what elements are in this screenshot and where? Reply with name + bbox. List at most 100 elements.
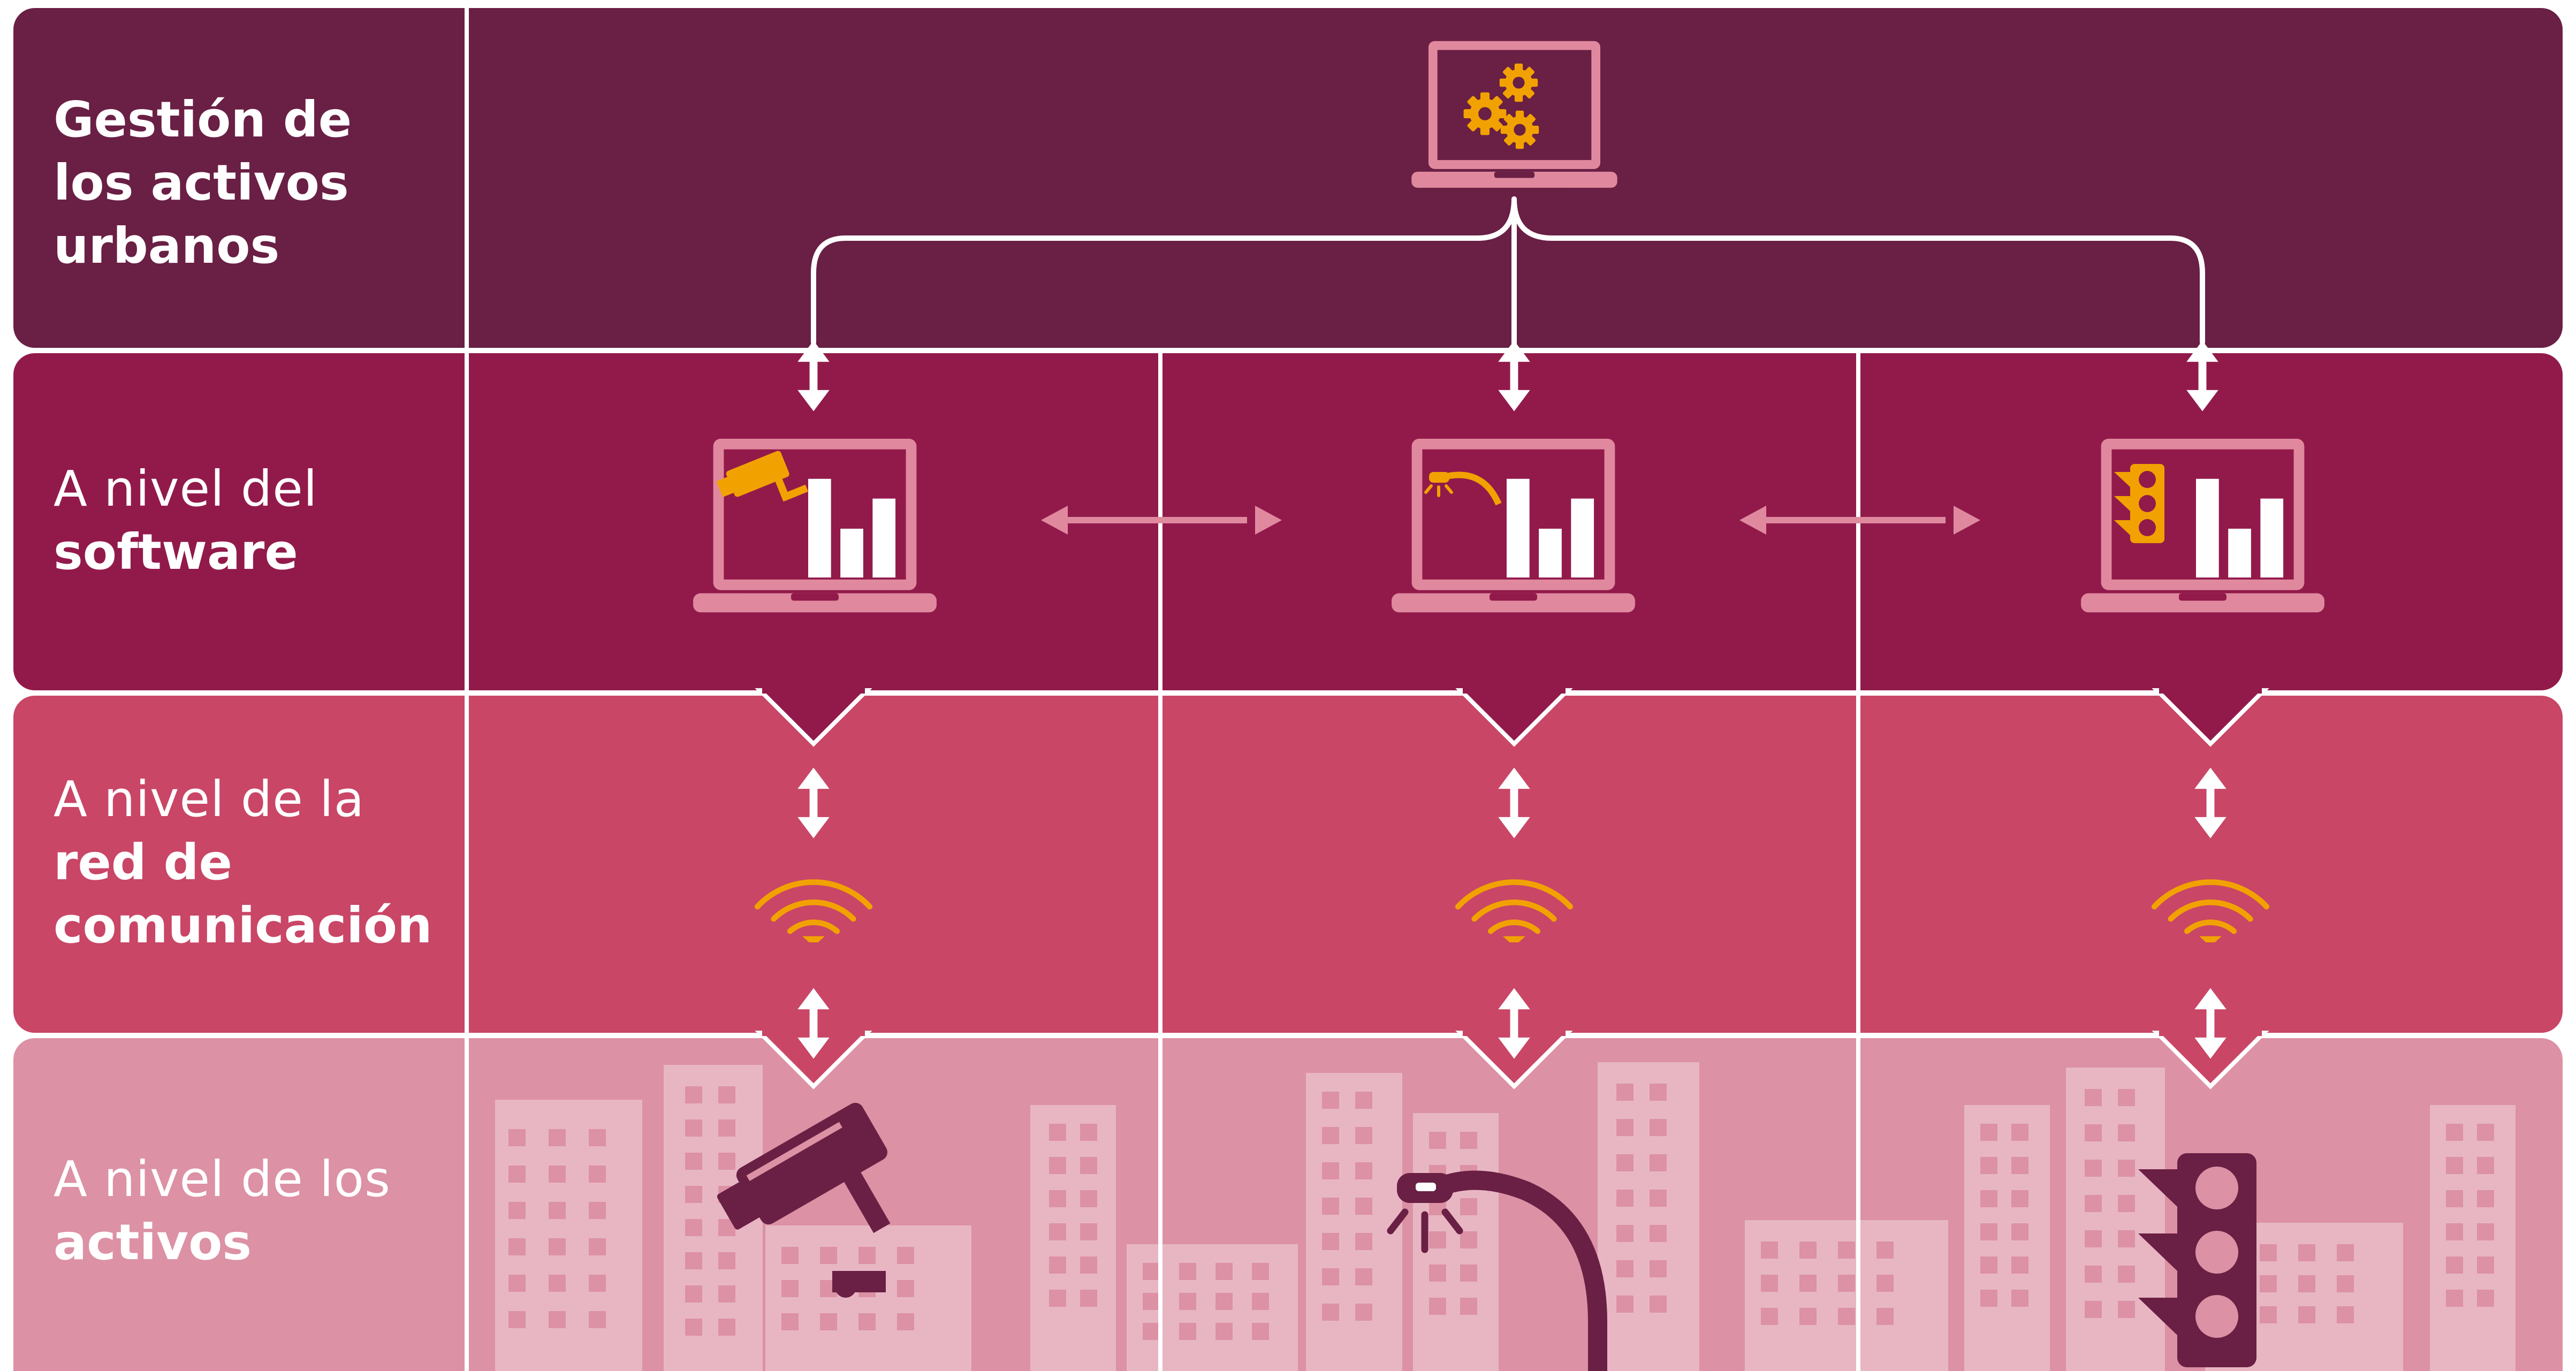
building-window	[549, 1238, 566, 1255]
building-window	[549, 1129, 566, 1146]
building-window	[1429, 1298, 1446, 1315]
building-window	[589, 1129, 606, 1146]
building-window	[2011, 1157, 2028, 1174]
building-window	[1876, 1308, 1894, 1325]
label-line: A nivel de la	[54, 771, 365, 828]
building-window	[1322, 1127, 1339, 1144]
building-window	[508, 1129, 526, 1146]
building-window	[1179, 1293, 1196, 1310]
building-window	[1616, 1190, 1633, 1207]
building-window	[589, 1275, 606, 1292]
building-window	[2085, 1089, 2102, 1106]
building-window	[1799, 1241, 1817, 1259]
building-window	[2118, 1266, 2135, 1283]
building-window	[1143, 1263, 1160, 1280]
building-window	[1252, 1293, 1269, 1310]
building-window	[718, 1086, 735, 1103]
building-window	[2337, 1306, 2354, 1323]
row-notch-cover	[2159, 687, 2262, 694]
building-window	[820, 1247, 837, 1264]
building-window	[1049, 1223, 1066, 1240]
row-notch-cover	[1463, 687, 1566, 694]
building-window	[1650, 1190, 1667, 1207]
building-window	[589, 1202, 606, 1219]
building-window	[718, 1153, 735, 1170]
building-window	[781, 1313, 799, 1330]
building-window	[1460, 1265, 1477, 1282]
building-window	[1650, 1296, 1667, 1313]
building-window	[2446, 1190, 2463, 1207]
building-window	[2298, 1275, 2315, 1292]
building-window	[549, 1311, 566, 1328]
building-window	[1322, 1268, 1339, 1285]
building-window	[897, 1247, 914, 1264]
building-window	[2446, 1157, 2463, 1174]
building-window	[1616, 1260, 1633, 1277]
building-window	[1252, 1263, 1269, 1280]
building-window	[2085, 1195, 2102, 1212]
building-window	[508, 1238, 526, 1255]
building-window	[2446, 1223, 2463, 1240]
building-window	[2011, 1223, 2028, 1240]
building-window	[1355, 1233, 1372, 1250]
building-window	[1980, 1223, 1997, 1240]
building-window	[1460, 1198, 1477, 1215]
building-window	[1980, 1124, 1997, 1141]
building-window	[1049, 1190, 1066, 1207]
building-window	[1322, 1198, 1339, 1215]
building-window	[2085, 1266, 2102, 1283]
building-window	[1355, 1162, 1372, 1179]
building-window	[1980, 1256, 1997, 1274]
building-window	[2085, 1160, 2102, 1177]
building-window	[1322, 1233, 1339, 1250]
building-window	[1355, 1304, 1372, 1321]
building-window	[1355, 1268, 1372, 1285]
building-window	[2446, 1124, 2463, 1141]
building-window	[781, 1280, 799, 1297]
building-window	[2446, 1256, 2463, 1274]
building-window	[2011, 1124, 2028, 1141]
streetlight-icon	[1387, 1170, 1607, 1371]
building-window	[1080, 1157, 1097, 1174]
building-window	[2477, 1124, 2494, 1141]
building-window	[2477, 1157, 2494, 1174]
building-window	[1179, 1263, 1196, 1280]
building-window	[1460, 1298, 1477, 1315]
building-window	[1980, 1290, 1997, 1307]
row-notch-cover	[762, 687, 865, 694]
building-window	[1650, 1084, 1667, 1101]
streetlight-dashboard-laptop-icon	[1392, 439, 1635, 612]
building-window	[1799, 1308, 1817, 1325]
building-window	[1616, 1084, 1633, 1101]
building-window	[858, 1247, 876, 1264]
building-window	[1049, 1256, 1066, 1274]
building-window	[1616, 1119, 1633, 1136]
building-window	[2118, 1124, 2135, 1141]
building-window	[2085, 1230, 2102, 1247]
peer-arrows	[1041, 506, 1980, 535]
building-window	[1049, 1124, 1066, 1141]
building-window	[2477, 1290, 2494, 1307]
building-window	[897, 1280, 914, 1297]
building-window	[508, 1275, 526, 1292]
building-window	[2118, 1195, 2135, 1212]
building-window	[1460, 1231, 1477, 1248]
building-window	[1215, 1263, 1233, 1280]
building-window	[1761, 1241, 1778, 1259]
building-window	[1049, 1290, 1066, 1307]
building-window	[1838, 1275, 1855, 1292]
building-window	[1761, 1275, 1778, 1292]
row-management-background	[13, 8, 2563, 348]
building-window	[2085, 1301, 2102, 1318]
label-line: A nivel del	[54, 460, 318, 517]
building-window	[1252, 1323, 1269, 1340]
building-window	[2260, 1306, 2277, 1323]
row-software-background	[13, 353, 2563, 690]
label-line: comunicación	[54, 897, 432, 954]
building-window	[718, 1119, 735, 1137]
building-window	[1322, 1092, 1339, 1109]
gears-laptop-icon	[1411, 41, 1617, 188]
peer-arrow-left	[1041, 506, 1282, 535]
building-window	[1355, 1198, 1372, 1215]
building-window	[718, 1252, 735, 1269]
